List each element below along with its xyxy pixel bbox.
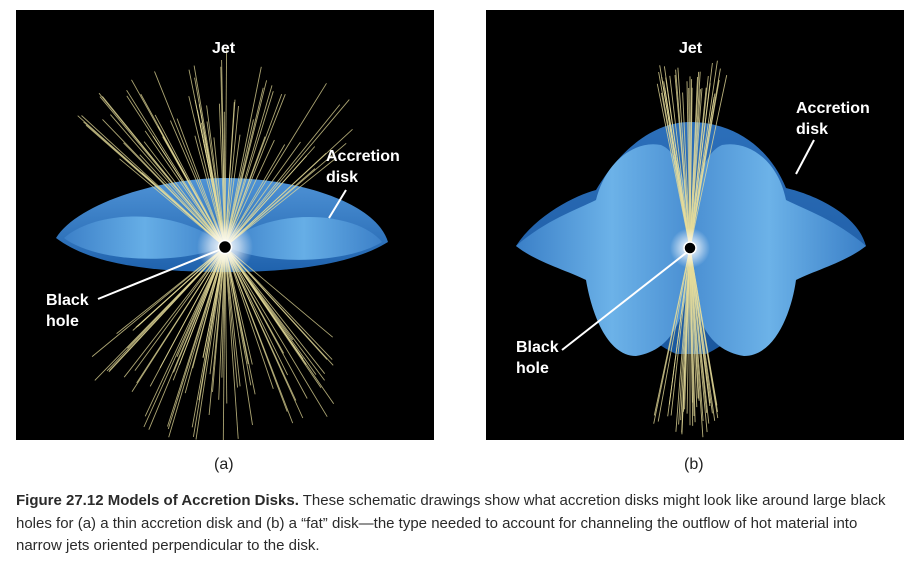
thin-disk-illustration (56, 49, 388, 440)
hole-label: Black hole (516, 337, 559, 379)
jet-ray (689, 247, 708, 413)
panel-thin-disk: Jet Accretion disk Black hole (16, 10, 434, 440)
figure-caption: Figure 27.12 Models of Accretion Disks. … (16, 490, 906, 558)
jet-ray (689, 247, 719, 412)
jet-ray (663, 66, 691, 249)
hole-label: Black hole (46, 290, 89, 332)
disk-label-line1: Accretion (796, 100, 870, 117)
sublabel-a: (a) (214, 456, 234, 473)
hole-pointer (561, 252, 687, 351)
jet-ray (686, 81, 691, 249)
jet-ray (224, 66, 262, 248)
jet-ray (668, 247, 691, 405)
jet-ray (656, 83, 691, 249)
disk-label-line2: disk (796, 121, 829, 138)
caption-text: These schematic drawings show what accre… (16, 492, 886, 554)
jet-ray (686, 247, 691, 414)
jet-ray (224, 104, 341, 248)
disk-label: Accretion disk (796, 98, 870, 140)
jet-ray (194, 77, 226, 248)
jet-ray (675, 247, 691, 432)
hole-label-line1: Black (46, 292, 89, 309)
jet-ray (99, 96, 226, 248)
jet-ray (168, 246, 226, 438)
jet-ray (222, 246, 226, 440)
hole-label-line2: hole (516, 360, 549, 377)
jet-ray (221, 59, 226, 248)
jet-ray (689, 83, 711, 249)
disk-pointer (328, 189, 347, 219)
jet-ray (224, 83, 327, 248)
jet-ray (675, 69, 691, 249)
hole-label-line1: Black (516, 339, 559, 356)
jet-ray (224, 246, 297, 401)
disk-label-line1: Accretion (326, 148, 400, 165)
hole-pointer (97, 249, 220, 300)
jet-ray (102, 119, 226, 248)
black-hole (217, 239, 233, 255)
jet-ray (681, 247, 691, 433)
jet-ray (689, 247, 695, 417)
jet-ray (110, 114, 226, 248)
disk-inner-right (225, 217, 382, 260)
jet-ray (144, 246, 226, 417)
sublabel-b: (b) (684, 456, 704, 473)
jet-ray (689, 93, 716, 249)
disk-pointer (795, 139, 815, 175)
jet-ray (670, 247, 691, 416)
jet-ray (224, 246, 239, 439)
jet-ray (661, 77, 691, 249)
panel-fat-disk: Jet Accretion disk Black hole (486, 10, 904, 440)
jet-label: Jet (679, 40, 703, 57)
jet-ray (689, 75, 728, 249)
disk-label: Accretion disk (326, 146, 400, 188)
jet-ray (689, 247, 711, 407)
jet-ray (224, 246, 253, 426)
jet-ray (653, 247, 691, 424)
jet-rays (653, 60, 728, 438)
disk-inner-left (64, 216, 225, 259)
jet-ray (154, 71, 226, 248)
jet-ray (689, 76, 709, 249)
black-hole (683, 241, 697, 255)
jet-ray (224, 99, 350, 248)
jet-ray (126, 89, 226, 248)
disk-label-line2: disk (326, 169, 359, 186)
disk-lobe-left (516, 144, 690, 356)
jet-ray (167, 246, 226, 427)
jet-ray (689, 247, 704, 422)
jet-ray (682, 92, 691, 249)
jet-ray (224, 80, 268, 248)
jet-ray (224, 246, 328, 417)
jet-label: Jet (212, 40, 236, 57)
jet-ray (191, 246, 226, 428)
caption-title: Figure 27.12 Models of Accretion Disks. (16, 492, 299, 509)
jet-ray (224, 85, 273, 248)
jet-ray (195, 246, 226, 440)
jet-ray (669, 75, 691, 249)
jet-ray (224, 246, 294, 424)
jet-ray (224, 49, 228, 248)
jet-ray (91, 246, 226, 357)
disk-lobe-right (690, 144, 866, 356)
jet-ray (224, 246, 308, 399)
hole-label-line2: hole (46, 313, 79, 330)
jet-ray (689, 89, 701, 249)
jet-ray (657, 247, 691, 422)
fat-disk-illustration (516, 60, 866, 438)
jet-ray (224, 128, 353, 248)
